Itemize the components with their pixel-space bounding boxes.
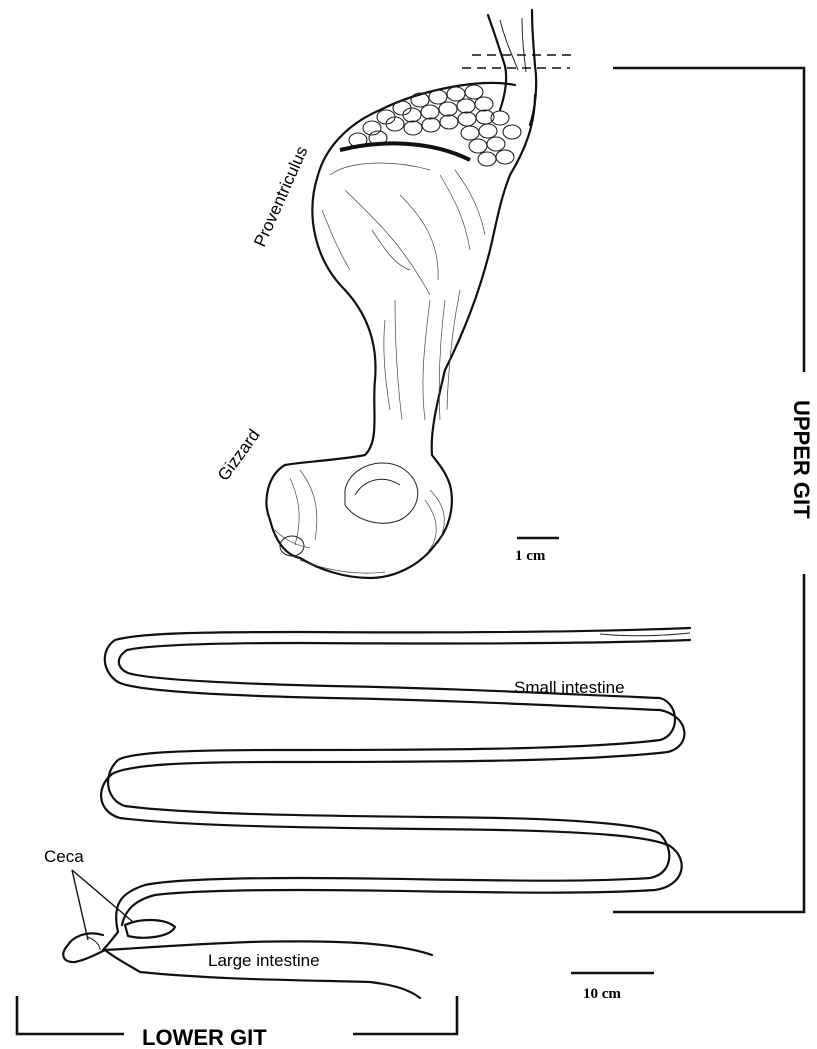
label-lower-git: LOWER GIT bbox=[142, 1025, 267, 1049]
proventriculus-band bbox=[340, 143, 470, 160]
ceca-left bbox=[63, 933, 105, 962]
label-upper-git: UPPER GIT bbox=[789, 400, 814, 519]
label-gizzard: Gizzard bbox=[214, 426, 264, 485]
gizzard-details bbox=[275, 463, 444, 573]
label-scale-1cm: 1 cm bbox=[515, 548, 546, 564]
label-ceca: Ceca bbox=[44, 847, 84, 866]
label-proventriculus: Proventriculus bbox=[250, 143, 311, 249]
label-small-intestine: Small intestine bbox=[514, 678, 625, 697]
ceca-right bbox=[125, 920, 175, 938]
upper-git-illustration bbox=[266, 10, 577, 578]
label-large-intestine: Large intestine bbox=[208, 951, 320, 970]
ceca-pointers bbox=[72, 870, 133, 940]
label-scale-10cm: 10 cm bbox=[583, 986, 621, 1002]
esophagus-cut-line bbox=[462, 55, 577, 68]
proventriculus-glands bbox=[349, 85, 521, 166]
upper-git-bracket bbox=[613, 68, 804, 912]
